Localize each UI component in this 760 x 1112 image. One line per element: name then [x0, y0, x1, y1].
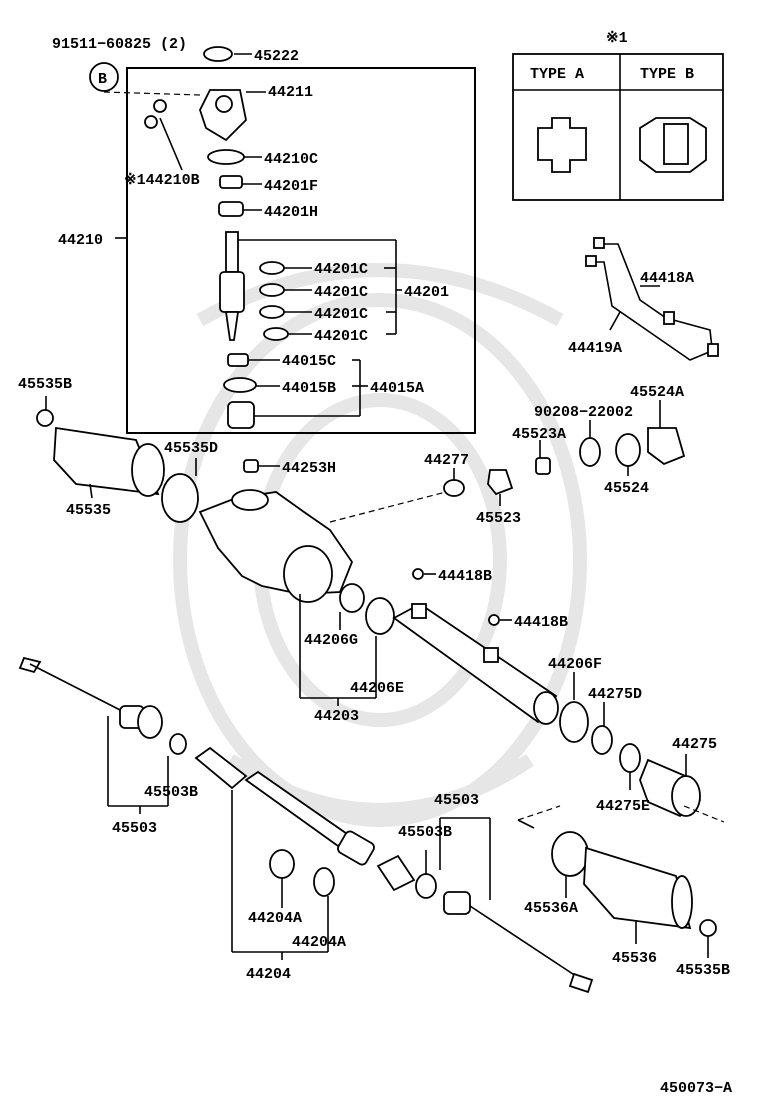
label-44201C-1: 44201C [314, 261, 368, 278]
label-45503B-2: 45503B [398, 824, 452, 841]
label-44275D: 44275D [588, 686, 642, 703]
rack-bar [194, 746, 416, 960]
left-boot [36, 396, 280, 523]
label-44253H: 44253H [282, 460, 336, 477]
label-44210B: ※144210B [124, 172, 200, 189]
label-44418B-1: 44418B [438, 568, 492, 585]
right-boot [517, 805, 725, 958]
leader-lines-top [103, 53, 402, 417]
label-44201F: 44201F [264, 178, 318, 195]
part-labels: 91511−60825 (2) 45222 44211 44210C ※1442… [18, 36, 732, 1097]
right-end-parts [559, 672, 702, 818]
type-a-label: TYPE A [530, 66, 584, 83]
label-44204A-1: 44204A [248, 910, 302, 927]
label-45503B-1: 45503B [144, 784, 198, 801]
label-45524: 45524 [604, 480, 649, 497]
label-44015A: 44015A [370, 380, 424, 397]
label-44206G: 44206G [304, 632, 358, 649]
watermark [173, 263, 587, 827]
label-45523: 45523 [476, 510, 521, 527]
label-44418B-2: 44418B [514, 614, 568, 631]
label-44211: 44211 [268, 84, 313, 101]
valve-parts [329, 400, 686, 523]
label-91511: 91511−60825 (2) [52, 36, 187, 53]
type-b-label: TYPE B [640, 66, 694, 83]
label-44206E: 44206E [350, 680, 404, 697]
assembly-box-44210 [126, 67, 476, 434]
label-44201: 44201 [404, 284, 449, 301]
label-45222: 45222 [254, 48, 299, 65]
label-45535B-bot: 45535B [676, 962, 730, 979]
label-90208: 90208−22002 [534, 404, 633, 421]
label-45536: 45536 [612, 950, 657, 967]
b-marker: B [98, 71, 107, 88]
type-note: ※1 [606, 30, 628, 47]
type-box: ※1 TYPE A TYPE B [512, 30, 724, 201]
label-45523A: 45523A [512, 426, 566, 443]
label-44275E: 44275E [596, 798, 650, 815]
label-44210C: 44210C [264, 151, 318, 168]
footer-code: 450073−A [660, 1080, 732, 1097]
label-44015B: 44015B [282, 380, 336, 397]
label-44201C-2: 44201C [314, 284, 368, 301]
top-parts: B [89, 46, 289, 429]
label-44201C-3: 44201C [314, 306, 368, 323]
label-44201C-4: 44201C [314, 328, 368, 345]
rack-housing [198, 489, 559, 725]
label-45535D: 45535D [164, 440, 218, 457]
label-44419A: 44419A [568, 340, 622, 357]
label-45535: 45535 [66, 502, 111, 519]
label-45524A: 45524A [630, 384, 684, 401]
label-44277: 44277 [424, 452, 469, 469]
left-tie-rod [18, 656, 187, 814]
label-44418A: 44418A [640, 270, 694, 287]
label-45535B-top: 45535B [18, 376, 72, 393]
label-44210: 44210 [58, 232, 103, 249]
label-44015C: 44015C [282, 353, 336, 370]
label-45536A: 45536A [524, 900, 578, 917]
pipes [585, 237, 719, 361]
label-44204: 44204 [246, 966, 291, 983]
label-44204A-2: 44204A [292, 934, 346, 951]
label-44275: 44275 [672, 736, 717, 753]
label-45503-1: 45503 [112, 820, 157, 837]
label-44201H: 44201H [264, 204, 318, 221]
label-44203: 44203 [314, 708, 359, 725]
label-44206F: 44206F [548, 656, 602, 673]
right-tie-rod [415, 817, 594, 994]
label-45503-2: 45503 [434, 792, 479, 809]
